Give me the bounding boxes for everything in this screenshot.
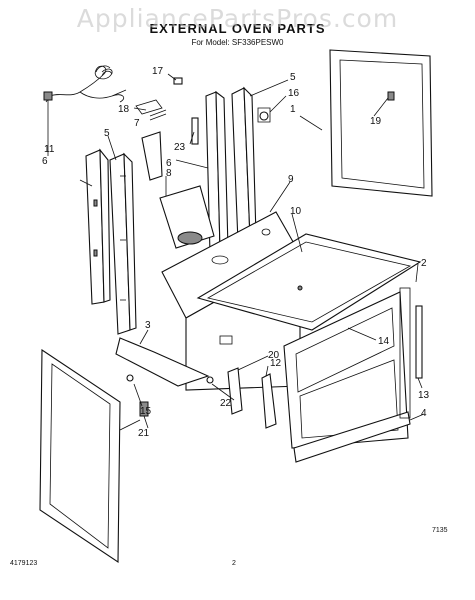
bottom-rail-part (115, 337, 210, 387)
callout-10: 10 (290, 206, 302, 217)
kick-plate-part (293, 411, 411, 463)
footer-page-number: 2 (232, 560, 236, 567)
callout-8: 8 (166, 168, 172, 179)
cooktop-panel-part (196, 233, 422, 331)
callout-21: 21 (138, 428, 150, 439)
callout-23: 23 (174, 142, 186, 153)
callout-11: 11 (44, 144, 55, 155)
callout-2: 2 (421, 258, 427, 269)
cover-plate-part (159, 185, 215, 249)
callout-22: 22 (220, 398, 232, 409)
left-side-rail-part (109, 152, 137, 335)
callout-6: 6 (166, 158, 172, 169)
callout-7: 7 (134, 118, 140, 129)
callout-5b: 5 (104, 128, 110, 139)
callout-1: 1 (290, 104, 296, 115)
diagram-subtitle: For Model: SF336PESW0 (191, 38, 284, 47)
plug-part (173, 77, 183, 85)
right-door-frame-part (329, 49, 433, 197)
trim-strip-part (399, 287, 423, 419)
callout-9: 9 (288, 174, 294, 185)
callout-16: 16 (288, 88, 300, 99)
bracket-part (135, 99, 167, 181)
callout-12: 12 (270, 358, 282, 369)
figure-code: 7135 (432, 527, 448, 534)
callout-15: 15 (140, 406, 152, 417)
callout-13: 13 (418, 390, 430, 401)
wire-harness-part (43, 65, 127, 103)
diagram-title: EXTERNAL OVEN PARTS (149, 21, 326, 36)
footer-left-code: 4179123 (10, 560, 38, 567)
left-side-panel-part (85, 148, 111, 305)
callout-6b: 6 (42, 156, 48, 167)
callout-14: 14 (378, 336, 390, 347)
callout-20: 20 (268, 350, 280, 361)
callout-5: 5 (290, 72, 296, 83)
callout-18: 18 (118, 104, 130, 115)
small-hardware-part (126, 367, 277, 429)
left-door-frame-part (39, 348, 121, 564)
front-frame-part (283, 291, 409, 449)
callout-19: 19 (370, 116, 382, 127)
callout-17: 17 (152, 66, 164, 77)
callout-3: 3 (145, 320, 151, 331)
leader-lines (47, 73, 425, 431)
callout-labels: 1 2 3 4 5 5 6 6 7 8 9 10 11 12 13 14 15 … (42, 66, 430, 439)
callout-4: 4 (421, 408, 427, 419)
